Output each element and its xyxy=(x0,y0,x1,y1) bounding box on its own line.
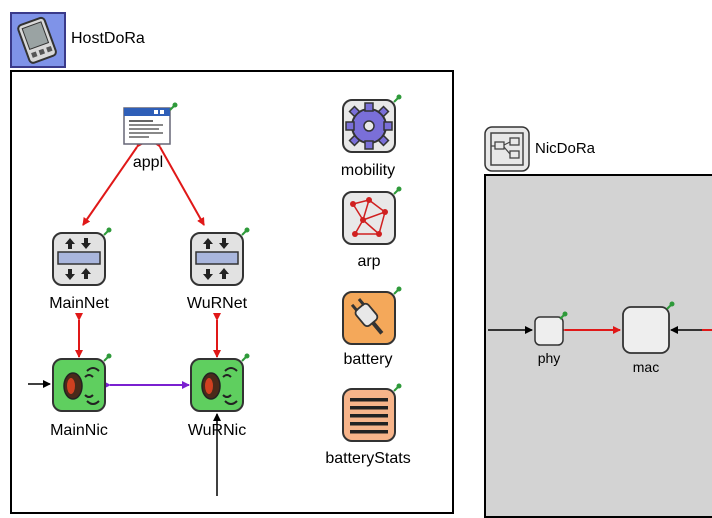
mobility-module[interactable] xyxy=(341,94,402,154)
power-plug-icon xyxy=(342,291,396,345)
nic-title: NicDoRa xyxy=(535,140,596,157)
wurnic-module[interactable] xyxy=(189,353,250,413)
nic-compound-box xyxy=(484,174,712,518)
pin-icon xyxy=(103,353,112,362)
battery-label: battery xyxy=(343,351,393,368)
nic-antenna-icon xyxy=(52,358,106,412)
list-lines-icon xyxy=(342,388,396,442)
mac-box-icon xyxy=(622,306,670,354)
wurnic-label: WuRNic xyxy=(187,422,247,439)
network-layer-icon xyxy=(52,232,106,286)
mobility-label: mobility xyxy=(340,162,396,179)
pin-icon xyxy=(393,286,402,295)
gear-icon xyxy=(342,99,396,153)
pin-icon xyxy=(393,94,402,103)
battery-module[interactable] xyxy=(341,286,402,346)
batterystats-label: batteryStats xyxy=(325,450,411,467)
arp-label: arp xyxy=(357,253,381,270)
mainnic-label: MainNic xyxy=(50,422,108,439)
wurnet-module[interactable] xyxy=(189,227,250,287)
arp-module[interactable] xyxy=(341,186,402,246)
mainnic-module[interactable] xyxy=(51,353,112,413)
mainnet-module[interactable] xyxy=(51,227,112,287)
compound-module-icon xyxy=(484,126,530,172)
mainnet-label: MainNet xyxy=(49,295,109,312)
phy-box-icon xyxy=(534,316,564,346)
pin-icon xyxy=(241,227,250,236)
pin-icon xyxy=(241,353,250,362)
appl-module[interactable] xyxy=(120,102,178,148)
pin-icon xyxy=(103,227,112,236)
pin-icon xyxy=(169,102,178,111)
application-window-icon xyxy=(123,107,171,145)
network-graph-icon xyxy=(342,191,396,245)
pin-icon xyxy=(393,186,402,195)
network-layer-icon xyxy=(190,232,244,286)
nic-antenna-icon xyxy=(190,358,244,412)
pin-icon xyxy=(393,383,402,392)
mac-label: mac xyxy=(632,359,660,375)
mac-module[interactable] xyxy=(622,301,675,354)
phy-label: phy xyxy=(537,350,561,366)
batterystats-module[interactable] xyxy=(341,383,402,443)
host-title: HostDoRa xyxy=(71,30,145,47)
pin-icon xyxy=(666,301,675,310)
wurnet-label: WuRNet xyxy=(186,295,248,312)
phy-module[interactable] xyxy=(534,311,568,346)
pda-icon xyxy=(10,12,66,68)
appl-label: appl xyxy=(132,154,164,171)
pin-icon xyxy=(559,311,568,320)
